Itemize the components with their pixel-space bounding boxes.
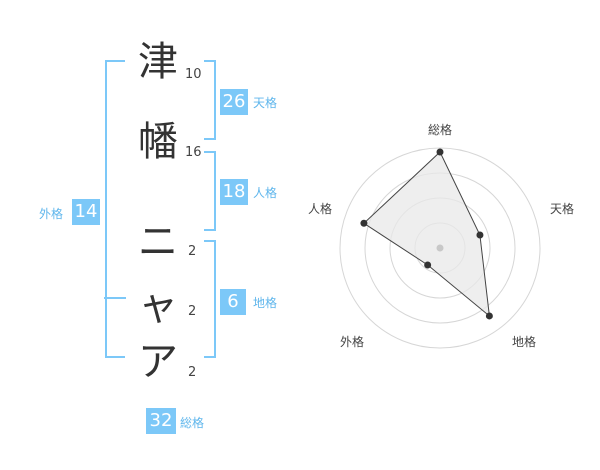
axis-label-gaikaku: 外格: [340, 334, 364, 349]
radar-point-tenkaku: [476, 231, 484, 239]
jinkaku-value: 18: [220, 179, 248, 205]
chikaku-value: 6: [220, 289, 246, 315]
radar-point-jinkaku: [360, 219, 368, 227]
radar-center: [436, 244, 444, 252]
jinkaku-bracket: [204, 151, 216, 231]
stroke-count-5: 2: [188, 365, 197, 380]
tenkaku-label: 天格: [253, 96, 278, 110]
gaikaku-bracket: [105, 60, 125, 358]
jinkaku-label: 人格: [253, 186, 278, 200]
stroke-count-2: 16: [185, 145, 202, 160]
soukaku-value: 32: [146, 408, 176, 434]
radar-point-soukaku: [436, 148, 444, 156]
stroke-count-1: 10: [185, 67, 202, 82]
radar-ring-4: [339, 147, 541, 349]
stroke-count-3: 2: [188, 244, 197, 259]
name-char-2: 幡: [138, 119, 178, 165]
radar-point-chikaku: [485, 312, 493, 320]
axis-label-chikaku: 地格: [512, 334, 536, 349]
name-char-5: ア: [138, 339, 178, 385]
chikaku-label: 地格: [253, 296, 278, 310]
name-char-1: 津: [138, 39, 178, 85]
axis-label-jinkaku: 人格: [308, 201, 332, 216]
tenkaku-bracket: [204, 60, 216, 140]
tenkaku-value: 26: [220, 89, 248, 115]
soukaku-label: 総格: [180, 416, 205, 430]
chikaku-bracket: [204, 240, 216, 358]
radar-area: [363, 151, 491, 318]
name-char-4: ャ: [138, 283, 178, 329]
gaikaku-value: 14: [72, 199, 100, 225]
axis-label-soukaku: 総格: [428, 122, 452, 137]
fortune-radar-chart: 総格 天格 地格 外格 人格: [308, 122, 574, 349]
gaikaku-label: 外格: [39, 207, 64, 221]
axis-label-tenkaku: 天格: [550, 201, 574, 216]
radar-point-gaikaku: [424, 261, 432, 269]
stroke-count-4: 2: [188, 304, 197, 319]
chikaku-connector: [104, 297, 126, 299]
name-char-3: ニ: [138, 219, 178, 265]
